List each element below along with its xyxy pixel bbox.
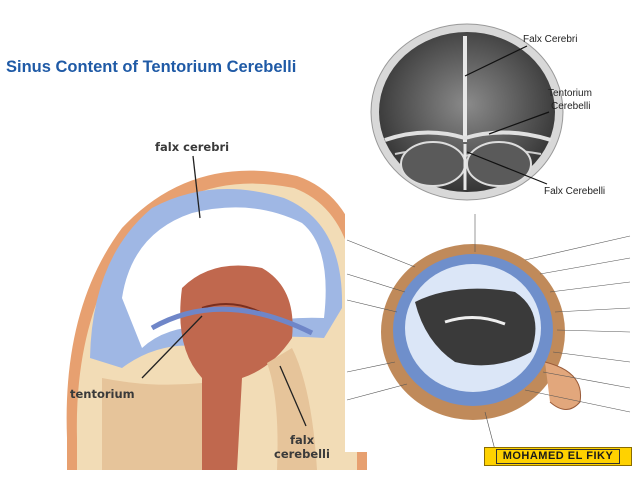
label-tentorium-illustration: tentorium — [70, 387, 135, 401]
skull-cap-image: Falx Cerebri Tentorium Cerebelli Falx Ce… — [365, 22, 605, 202]
dura-anatomy-plate — [345, 212, 638, 452]
label-tentorium-line2: Cerebelli — [551, 101, 591, 112]
dura-sagittal-illustration: falx cerebri tentorium falx cerebelli — [62, 138, 367, 470]
slide-title: Sinus Content of Tentorium Cerebelli — [6, 58, 297, 76]
label-tentorium-line1: Tentorium — [548, 88, 592, 99]
author-credit-badge: MOHAMED EL FIKY — [484, 447, 632, 466]
label-cerebelli-illustration-line2: cerebelli — [274, 447, 330, 461]
label-falx-cerebelli: Falx Cerebelli — [544, 186, 606, 197]
label-falx-cerebri: Falx Cerebri — [523, 34, 578, 45]
label-falx-cerebri-illustration: falx cerebri — [155, 140, 230, 154]
author-credit-text: MOHAMED EL FIKY — [495, 449, 621, 464]
label-falx-illustration-line1: falx — [290, 433, 315, 447]
